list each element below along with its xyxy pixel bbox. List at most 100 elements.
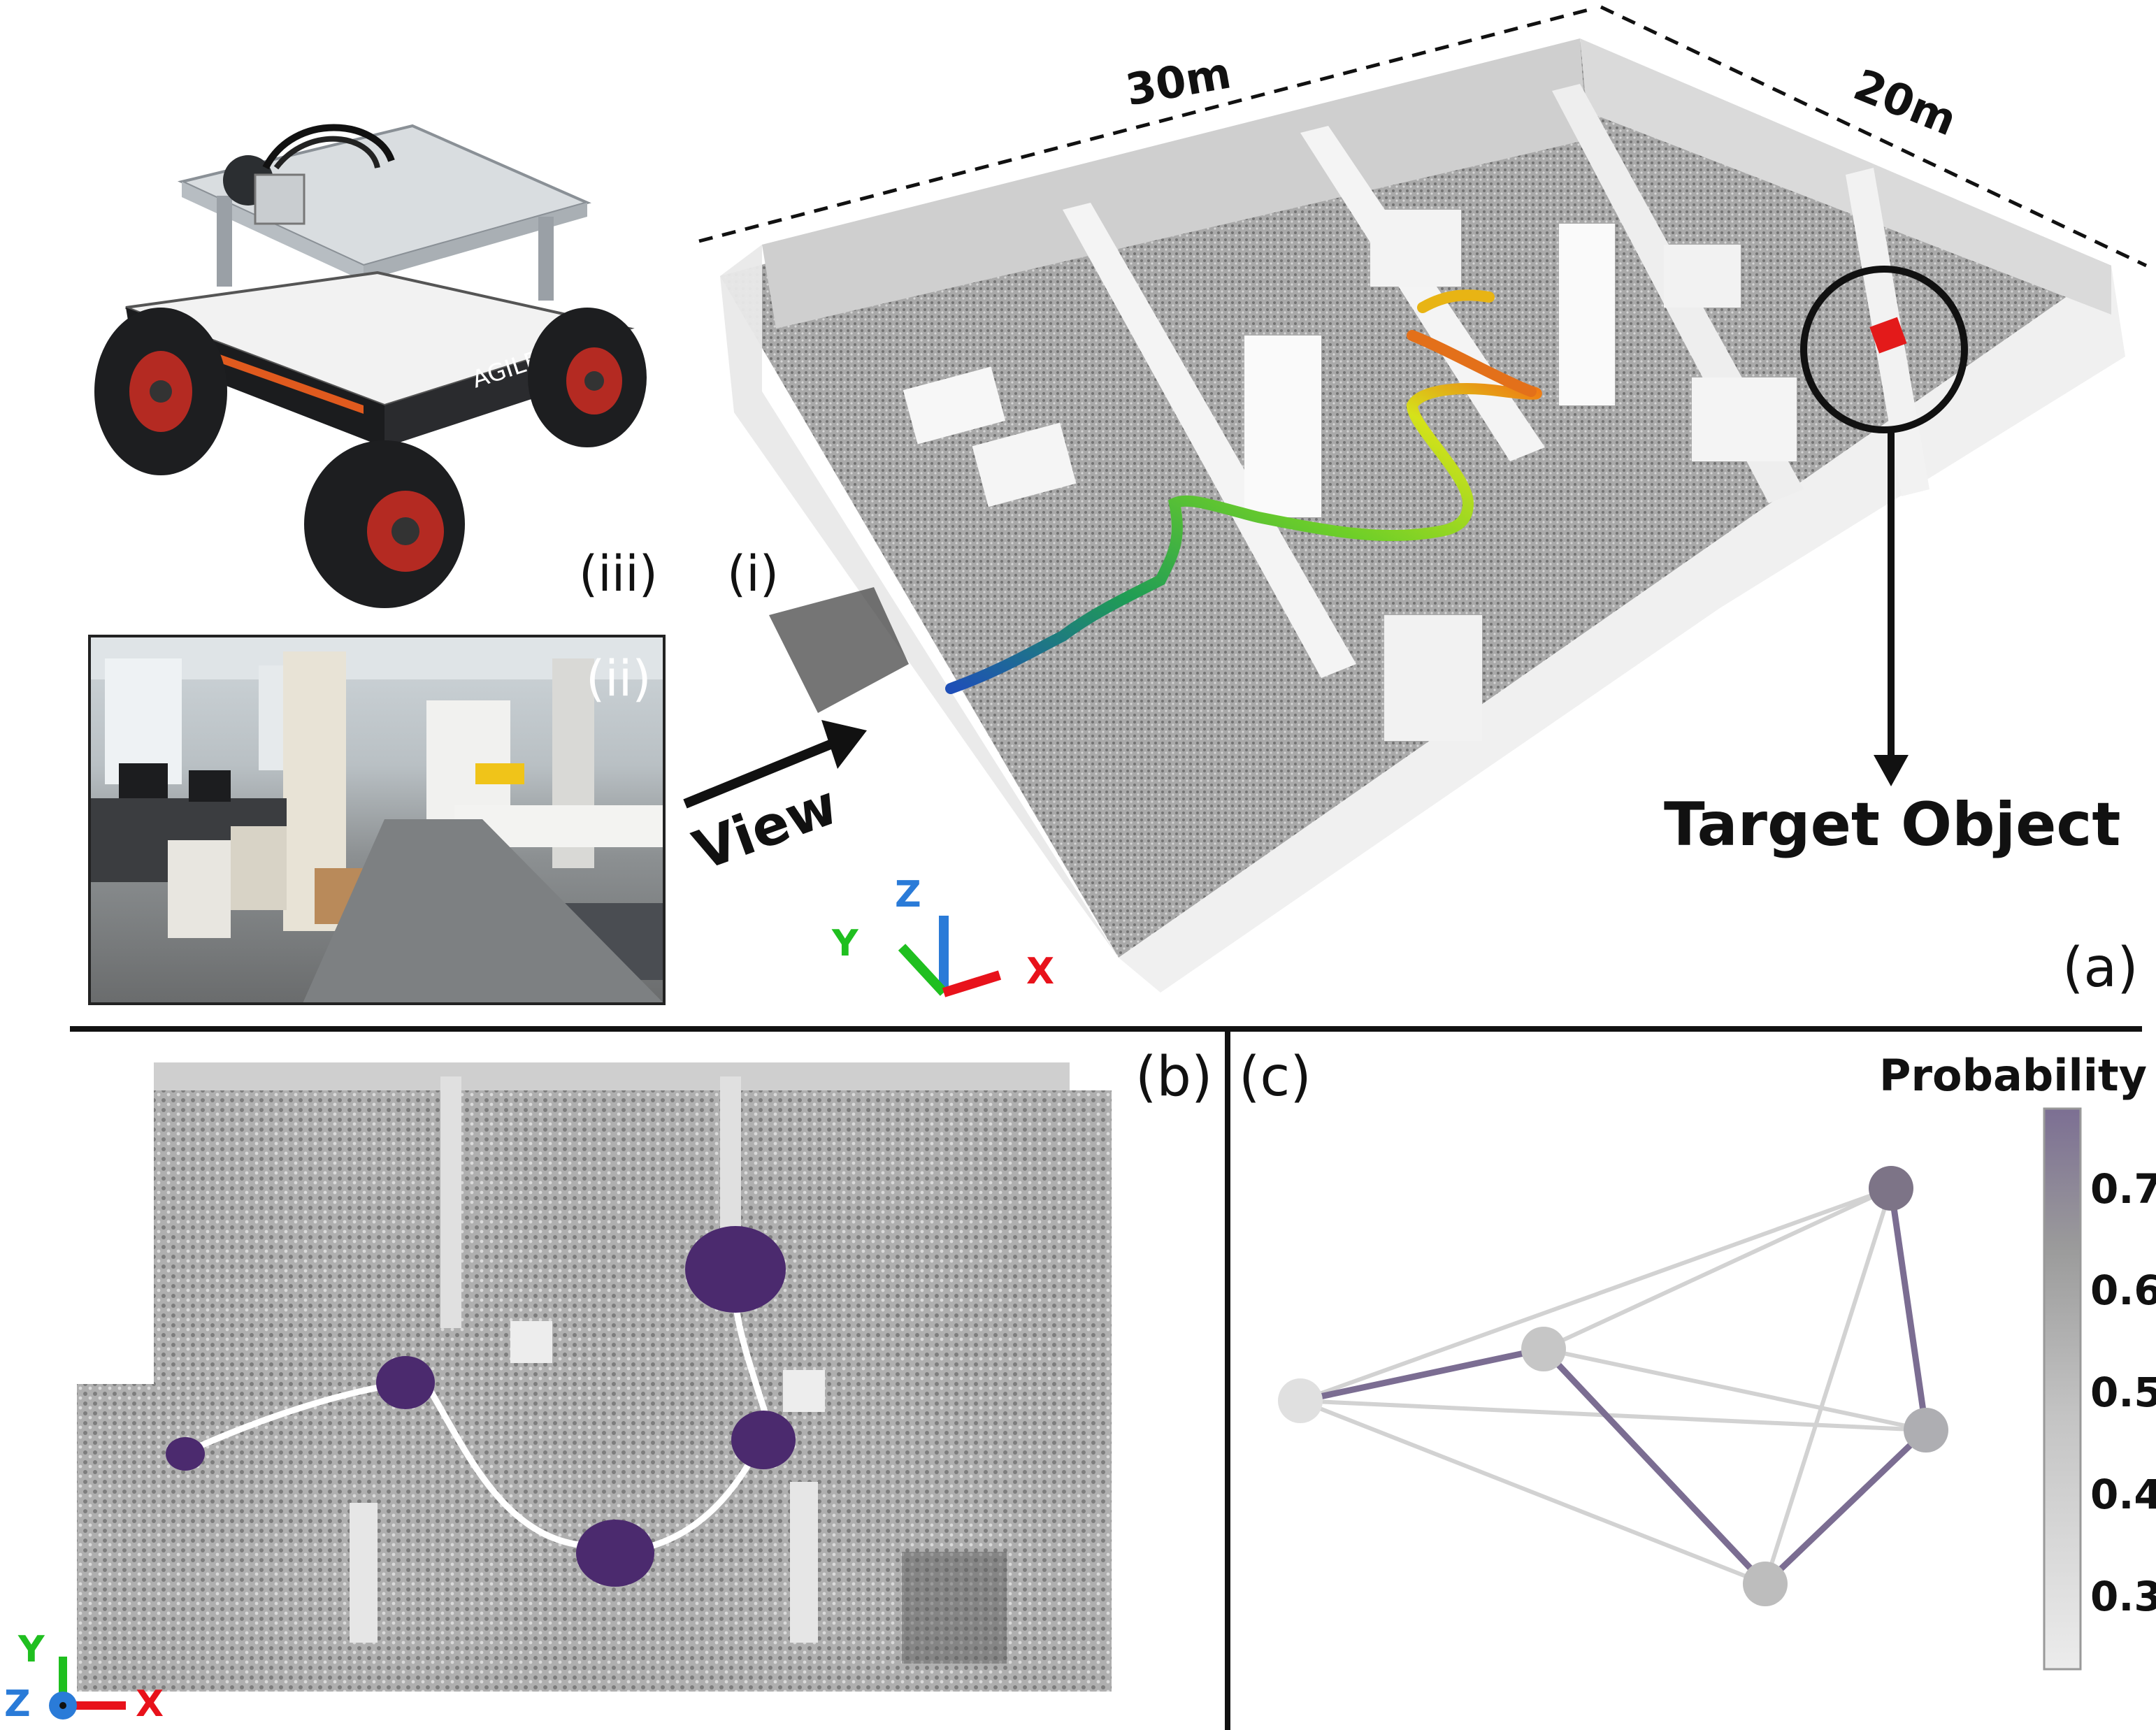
path-edge — [424, 1382, 616, 1550]
photo-cabinet — [231, 826, 287, 910]
colorbar-tick: 0.3 — [2090, 1572, 2156, 1620]
graph-edge — [1300, 1399, 1927, 1432]
graph-edge — [1542, 1186, 1892, 1351]
topdown-floor — [77, 1062, 1112, 1692]
label-sub-i: (i) — [727, 545, 779, 603]
waypoint-node-target — [685, 1226, 786, 1313]
axis-label-y-3d: Y — [832, 923, 858, 965]
map-furniture — [1664, 245, 1741, 308]
map-furniture — [1692, 377, 1797, 461]
graph-edge — [1763, 1188, 1893, 1585]
axis-label-z-3d: Z — [895, 874, 921, 916]
graph-node — [1278, 1378, 1323, 1423]
topdown-wall — [440, 1076, 461, 1328]
office-photo-scene — [91, 637, 663, 1002]
axis-label-y-2d: Y — [18, 1629, 45, 1671]
map-entrance-clutter — [769, 587, 909, 713]
map-furniture — [1559, 224, 1615, 405]
robot-wheel-rear — [304, 440, 465, 608]
map-partition — [1063, 203, 1356, 678]
sensor-cables — [262, 124, 395, 170]
topdown-path-graph — [166, 1226, 796, 1587]
path-edge — [184, 1379, 410, 1456]
axis-label-x-2d: X — [136, 1683, 164, 1725]
photo-monitor — [189, 770, 231, 802]
topdown-furniture — [783, 1370, 825, 1412]
graph-edge — [1299, 1186, 1892, 1403]
robot-trajectory-end — [1417, 289, 1495, 313]
colorbar-gradient — [2043, 1107, 2082, 1671]
view-arrow-head — [821, 720, 867, 769]
map-wall-front — [1119, 266, 2125, 993]
robot-wheel-front-left — [94, 308, 227, 475]
topdown-wall-top — [154, 1062, 1070, 1090]
map-furniture — [1370, 210, 1461, 287]
graph-path-edge — [1888, 1185, 1929, 1434]
target-callout-arrowhead — [1874, 755, 1909, 786]
axis-label-x-3d: X — [1026, 951, 1055, 993]
robot-column — [217, 196, 232, 287]
x-axis-line — [942, 970, 1002, 997]
target-highlight-circle — [1800, 266, 1968, 433]
topdown-furniture — [510, 1321, 552, 1363]
label-sub-iii: (iii) — [579, 545, 658, 603]
label-panel-a: (a) — [2062, 937, 2139, 1000]
photo-floor — [303, 819, 663, 1002]
graph-path-edge — [1297, 1346, 1547, 1404]
axis-triad-2d — [49, 1657, 126, 1720]
waypoint-node — [576, 1520, 654, 1587]
map-wall-left — [720, 245, 1119, 958]
target-object-label: Target Object — [1664, 790, 2121, 860]
colorbar-tick: 0.4 — [2090, 1471, 2156, 1519]
office-photo — [88, 635, 666, 1005]
graph-node — [1743, 1562, 1788, 1606]
colorbar-tick: 0.5 — [2090, 1369, 2156, 1417]
robot-trajectory-tail — [1407, 330, 1537, 397]
z-axis-dot-center — [59, 1702, 66, 1709]
graph-node — [1521, 1327, 1566, 1371]
map-partition — [1300, 126, 1545, 461]
sensor-cables — [273, 136, 380, 170]
probability-colorbar — [2043, 1107, 2082, 1671]
waypoint-node — [376, 1356, 435, 1409]
photo-cabinet — [168, 840, 231, 938]
robot-wheel-front-right — [528, 308, 647, 447]
label-panel-b: (b) — [1135, 1046, 1213, 1109]
divider-vertical — [1225, 1032, 1230, 1730]
map-furniture — [903, 366, 1006, 445]
map-wall-back — [762, 38, 1587, 329]
photo-monitor — [119, 763, 168, 798]
graph-path-edge — [1762, 1427, 1929, 1587]
topdown-pointcloud-map — [77, 1062, 1112, 1692]
robot-column — [538, 217, 554, 301]
y-axis-line — [898, 944, 948, 996]
pointcloud-3d-map — [683, 5, 2148, 993]
robot-top-plate-side2 — [364, 203, 587, 281]
dimension-line-width — [1600, 5, 2148, 268]
map-furniture — [972, 422, 1077, 507]
divider-horizontal — [70, 1026, 2142, 1032]
robot-image: AGILE·X — [94, 124, 647, 608]
map-furniture — [1244, 336, 1321, 517]
label-sub-ii: (ii) — [586, 650, 652, 707]
graph-edge — [1543, 1347, 1927, 1432]
map-floor — [720, 42, 2111, 958]
graph-node-target — [1869, 1166, 1913, 1211]
view-arrow-shaft — [683, 736, 841, 809]
map-wall-right — [1580, 38, 2111, 315]
colorbar-tick: 0.6 — [2090, 1267, 2156, 1315]
label-panel-c: (c) — [1239, 1046, 1311, 1109]
photo-yellow-item — [475, 763, 524, 784]
topdown-wall — [790, 1482, 818, 1643]
dimension-line-length — [698, 6, 1595, 243]
graph-path-edge — [1540, 1346, 1769, 1587]
topdown-furniture — [902, 1552, 1007, 1664]
map-furniture — [1384, 615, 1482, 741]
colorbar-tick: 0.7 — [2090, 1165, 2156, 1213]
graph-node — [1904, 1408, 1948, 1453]
target-object-marker — [1869, 317, 1907, 354]
robot-trajectory — [945, 383, 1542, 694]
axis-label-z-2d: Z — [4, 1683, 31, 1725]
graph-edge — [1299, 1399, 1767, 1586]
waypoint-node — [731, 1411, 796, 1469]
